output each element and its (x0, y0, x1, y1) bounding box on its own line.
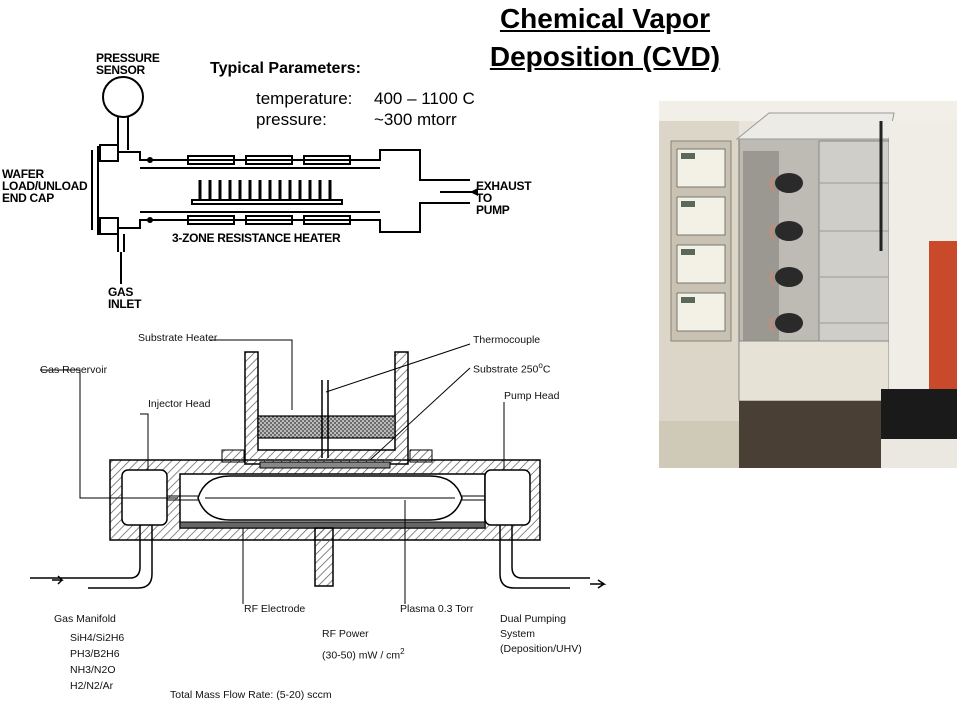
pressure-sensor-label: PRESSURE SENSOR (96, 51, 160, 77)
cvd-furnace-photo (659, 101, 957, 468)
param-temperature-label: temperature: (256, 89, 353, 108)
thermocouple-label: Thermocouple (473, 334, 541, 346)
gas-item: SiH4/Si2H6 (70, 632, 125, 644)
gas-reservoir-label: Gas Reservoir (40, 364, 108, 376)
page-title: Chemical Vapor Deposition (CVD) (440, 0, 770, 76)
substrate-heater-label: Substrate Heater (138, 332, 218, 344)
wafers (198, 180, 332, 200)
pump-head-label: Pump Head (504, 390, 560, 402)
title-line-2: Deposition (CVD) (489, 41, 721, 72)
title-line-1: Chemical Vapor (499, 3, 711, 34)
param-pressure-label: pressure: (256, 110, 327, 129)
gas-manifold-label: Gas Manifold (54, 613, 116, 625)
gas-item: H2/N2/Ar (70, 680, 114, 692)
param-pressure-value: ~300 mtorr (374, 110, 457, 129)
pressure-sensor-bulb (102, 76, 144, 118)
gas-item: NH3/N2O (70, 664, 116, 676)
params-heading: Typical Parameters: (210, 60, 361, 77)
rf-power-value: (30-50) mW / cm2 (322, 647, 405, 662)
rf-electrode-label: RF Electrode (244, 603, 306, 615)
gas-list: SiH4/Si2H6 PH3/B2H6 NH3/N2O H2/N2/Ar (70, 630, 124, 694)
exhaust-label: EXHAUST TO PUMP (476, 179, 532, 217)
wafer-cap-label: WAFER LOAD/UNLOAD END CAP (2, 167, 88, 205)
substrate-temp-label: Substrate 250oC (473, 361, 551, 376)
gas-inlet-label: GAS INLET (108, 285, 142, 311)
param-temperature-value: 400 – 1100 C (374, 89, 475, 108)
furnace-diagram (91, 76, 478, 284)
injector-head-label: Injector Head (148, 398, 211, 410)
dual-pumping-label: Dual Pumping System (Deposition/UHV) (500, 613, 582, 655)
plasma-label: Plasma 0.3 Torr (400, 603, 474, 615)
pecvd-diagram (30, 339, 607, 604)
heater-label: 3-ZONE RESISTANCE HEATER (172, 231, 341, 245)
total-flow-label: Total Mass Flow Rate: (5-20) sccm (170, 689, 332, 701)
gas-item: PH3/B2H6 (70, 648, 120, 660)
rf-power-label: RF Power (322, 628, 369, 640)
